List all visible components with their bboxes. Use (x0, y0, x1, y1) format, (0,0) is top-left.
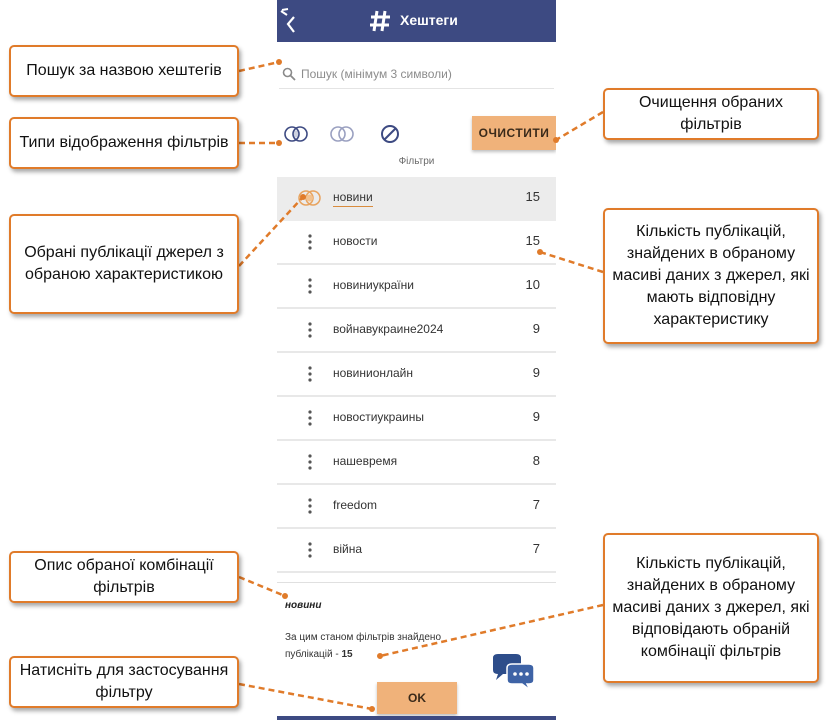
callout-apply: Натисніть для застосування фільтру (9, 656, 239, 708)
callout-apply-text: Натисніть для застосування фільтру (19, 662, 229, 701)
callout-search-text: Пошук за назвою хештегів (26, 62, 222, 79)
clear-filters-button[interactable]: ОЧИСТИТИ (472, 116, 556, 150)
chat-bubbles-icon[interactable] (489, 652, 537, 692)
more-vertical-icon[interactable] (297, 541, 323, 559)
hashtag-count: 9 (532, 321, 540, 336)
callout-display-types-text: Типи відображення фільтрів (19, 134, 229, 151)
hashtag-count: 7 (532, 541, 540, 556)
hashtag-count: 15 (525, 189, 540, 204)
hashtag-label: новини (333, 190, 373, 207)
summary-text: За цим станом фільтрів знайдено публікац… (285, 632, 442, 660)
selected-combination-summary: За цим станом фільтрів знайдено публікац… (285, 629, 475, 663)
hashtag-row[interactable]: войнавукраине2024 9 (277, 309, 556, 353)
callout-combination-description-text: Опис обраної комбінації фільтрів (34, 557, 214, 596)
overlap-circles-orange-icon[interactable] (297, 189, 323, 207)
hashtag-label: війна (333, 542, 363, 556)
more-vertical-icon[interactable] (297, 277, 323, 295)
hashtag-filter-screen: Хештеги ОЧИСТИТИ Фільтри новини15новости… (277, 0, 556, 720)
summary-count: 15 (341, 649, 353, 660)
callout-selected-sources-text: Обрані публікації джерел з обраною харак… (24, 244, 224, 283)
search-bar (279, 60, 554, 89)
hashtag-label: нашевремя (333, 454, 398, 468)
hashtag-count: 15 (525, 233, 540, 248)
more-vertical-icon[interactable] (297, 497, 323, 515)
app-header: Хештеги (277, 0, 556, 42)
callout-combination-count: Кількість публікацій, знайдених в обрано… (603, 533, 819, 683)
connector-search (238, 60, 280, 73)
hashtag-row[interactable]: новиниукраїни 10 (277, 265, 556, 309)
hashtag-row[interactable]: війна 7 (277, 529, 556, 573)
hashtag-count: 9 (532, 409, 540, 424)
hashtag-row[interactable]: новости 15 (277, 221, 556, 265)
callout-combination-description: Опис обраної комбінації фільтрів (9, 551, 239, 603)
ok-button[interactable]: OK (377, 682, 457, 714)
hashtag-list: новини 15 новости 15 новиниукраїни 10 войнавук… (277, 177, 556, 573)
hashtag-label: новостиукраины (333, 410, 424, 424)
callout-clear: Очищення обраних фільтрів (603, 88, 819, 140)
more-vertical-icon[interactable] (297, 233, 323, 251)
hashtag-count: 7 (532, 497, 540, 512)
callout-clear-text: Очищення обраних фільтрів (638, 94, 783, 133)
hashtag-row[interactable]: новини 15 (277, 177, 556, 221)
more-vertical-icon[interactable] (297, 321, 323, 339)
hashtag-row[interactable]: новостиукраины 9 (277, 397, 556, 441)
hash-icon (370, 10, 390, 32)
hashtag-row[interactable]: новинионлайн 9 (277, 353, 556, 397)
more-vertical-icon[interactable] (297, 409, 323, 427)
hashtag-label: новинионлайн (333, 366, 414, 380)
selected-combination-name: новини (285, 600, 322, 611)
hashtag-row[interactable]: freedom 7 (277, 485, 556, 529)
hashtag-count: 8 (532, 453, 540, 468)
divider (277, 582, 556, 583)
hashtag-label: новиниукраїни (333, 278, 414, 292)
bottom-bar (277, 716, 556, 720)
callout-count-per-item: Кількість публікацій, знайдених в обрано… (603, 208, 819, 344)
callout-display-types: Типи відображення фільтрів (9, 117, 239, 169)
callout-count-per-item-text: Кількість публікацій, знайдених в обрано… (612, 223, 810, 328)
callout-selected-sources: Обрані публікації джерел з обраною харак… (9, 214, 239, 314)
filters-label: Фільтри (398, 156, 435, 167)
intersection-mode-icon[interactable] (283, 124, 309, 144)
connector-clear (555, 110, 604, 142)
hashtag-label: новости (333, 234, 378, 248)
callout-combination-count-text: Кількість публікацій, знайдених в обрано… (612, 555, 810, 660)
hashtag-label: войнавукраине2024 (333, 322, 444, 336)
callout-search: Пошук за назвою хештегів (9, 45, 239, 97)
search-icon (282, 67, 296, 81)
hashtag-row[interactable]: нашевремя 8 (277, 441, 556, 485)
hashtag-count: 10 (525, 277, 540, 292)
hashtag-label: freedom (333, 498, 378, 512)
union-mode-icon[interactable] (329, 124, 355, 144)
search-input[interactable] (301, 64, 546, 84)
back-arrow-icon[interactable] (279, 5, 299, 37)
exclude-mode-icon[interactable] (377, 124, 403, 144)
hashtag-count: 9 (532, 365, 540, 380)
more-vertical-icon[interactable] (297, 453, 323, 471)
page-title: Хештеги (400, 12, 458, 28)
more-vertical-icon[interactable] (297, 365, 323, 383)
